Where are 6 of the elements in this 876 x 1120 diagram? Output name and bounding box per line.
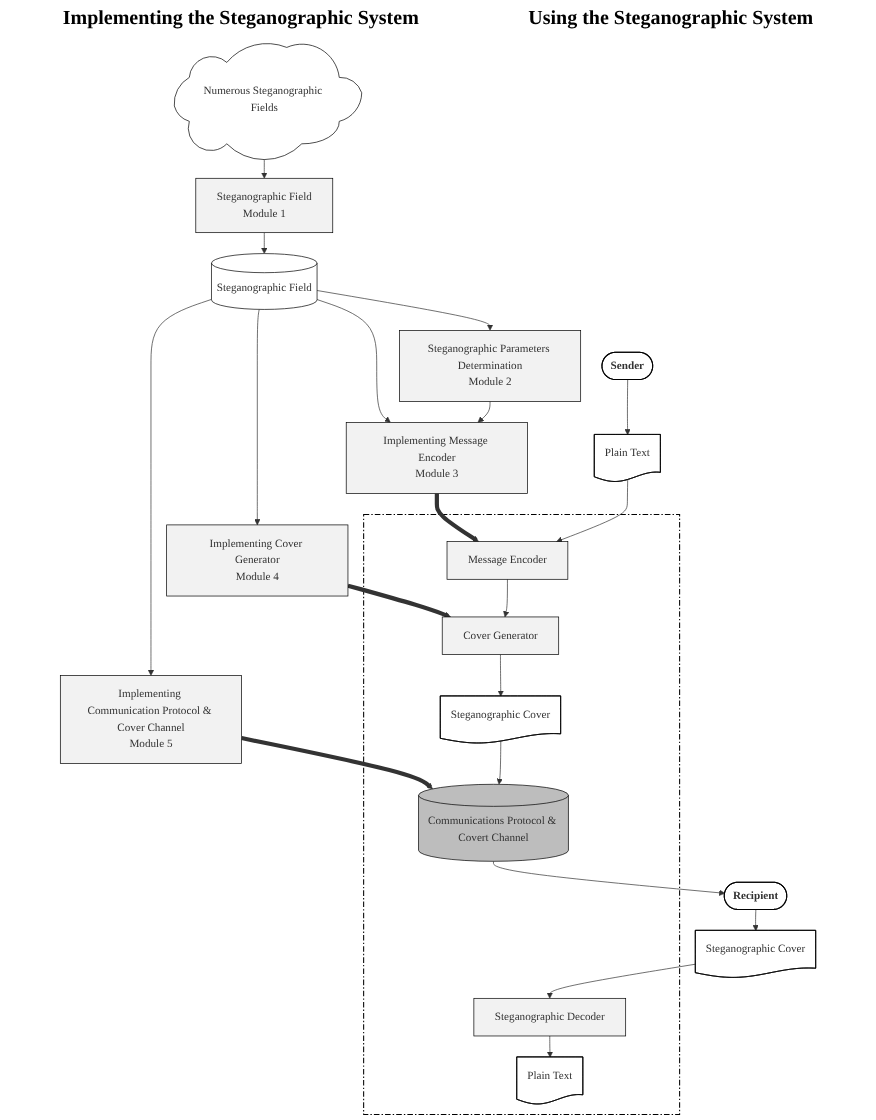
cluster: [363, 513, 681, 1115]
brace-label: Implementing the Steganographic System: [60, 6, 421, 32]
arrow: [434, 493, 479, 542]
arrow: [347, 583, 451, 618]
arrow: [241, 736, 433, 790]
brace-label: Using the Steganographic System: [526, 6, 816, 32]
